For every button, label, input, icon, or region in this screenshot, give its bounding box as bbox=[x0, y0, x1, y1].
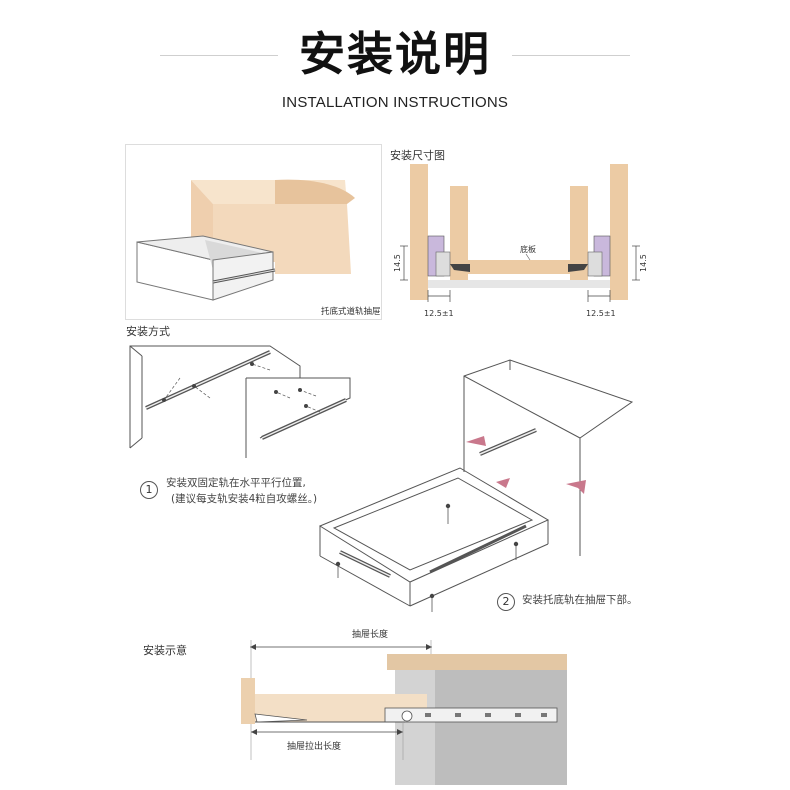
step-2-text: 安装托底轨在抽屉下部。 bbox=[522, 594, 638, 606]
step-2-number: 2 bbox=[497, 593, 515, 611]
left-screw bbox=[450, 264, 470, 272]
pull-rail bbox=[254, 713, 308, 723]
gap-right-label: 12.5±1 bbox=[586, 309, 616, 318]
drawer-rail-right bbox=[429, 524, 527, 574]
drawer-illustration-frame bbox=[125, 144, 382, 320]
height-left-label: 14.5 bbox=[393, 254, 402, 272]
left-wall bbox=[410, 164, 428, 300]
left-drawer-side bbox=[450, 186, 468, 282]
drawer-illustration: 托底式道轨抽屉 bbox=[136, 179, 381, 317]
page-subtitle: INSTALLATION INSTRUCTIONS bbox=[281, 94, 509, 111]
cabinet-top-board bbox=[387, 654, 567, 670]
bottom-board bbox=[468, 260, 570, 274]
drawer-length-dimension bbox=[250, 644, 432, 650]
pull-length-label: 抽屉拉出长度 bbox=[287, 742, 342, 752]
cabinet-swoosh bbox=[275, 179, 355, 204]
height-right-label: 14.5 bbox=[639, 254, 648, 272]
arrow-pink-2 bbox=[496, 478, 510, 488]
step-1-line-1: 安装双固定轨在水平平行位置, bbox=[166, 477, 306, 489]
arrow-pink-3 bbox=[566, 480, 586, 494]
dimension-heading: 安装尺寸图 bbox=[390, 149, 445, 162]
drawer-length-label: 抽屉长度 bbox=[352, 630, 389, 640]
arrow-pink-1 bbox=[466, 436, 486, 446]
dimension-drawing: 底板 14.5 14.5 12.5±1 12.5±1 bbox=[393, 164, 648, 318]
step-1-number: 1 bbox=[140, 481, 158, 499]
installation-diagram bbox=[241, 640, 567, 785]
drawer-caption: 托底式道轨抽屉 bbox=[321, 306, 381, 317]
diagram-heading: 安装示意 bbox=[143, 644, 187, 657]
right-drawer-side bbox=[570, 186, 588, 282]
step-1-line-2: (建议每支轨安装4粒自攻螺丝。) bbox=[171, 493, 318, 505]
bottom-label: 底板 bbox=[520, 244, 536, 254]
title-rule-right bbox=[512, 55, 630, 56]
bottom-rail bbox=[384, 707, 558, 723]
gap-left-label: 12.5±1 bbox=[424, 309, 454, 318]
right-screw bbox=[568, 264, 588, 272]
page-title: 安装说明 bbox=[299, 27, 491, 81]
drawer-mounting-drawing bbox=[318, 359, 634, 612]
method-heading: 安装方式 bbox=[126, 325, 170, 338]
drawer-front-panel bbox=[241, 678, 255, 724]
right-wall bbox=[610, 164, 628, 300]
title-rule-left bbox=[160, 55, 278, 56]
fixed-rail-drawing bbox=[129, 345, 351, 458]
